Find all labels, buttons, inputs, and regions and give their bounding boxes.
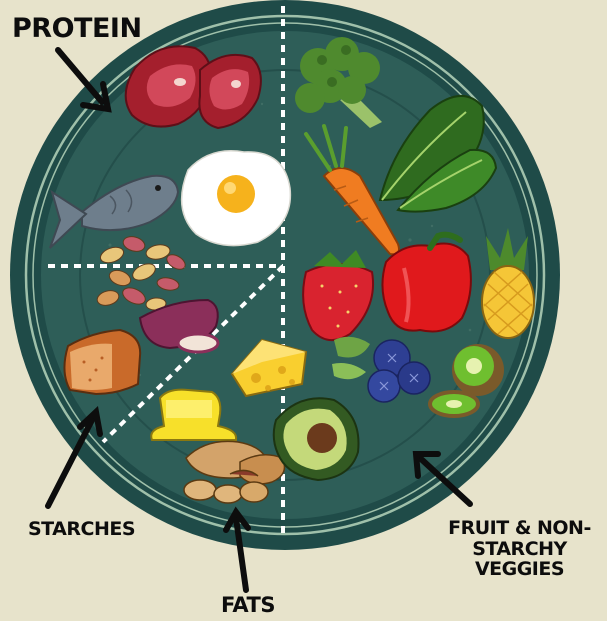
avocado-icon — [274, 398, 359, 480]
fruit-label-line3: VEGGIES — [432, 559, 607, 580]
egg-icon — [182, 151, 291, 246]
fruit-label-line2: STARCHY — [432, 539, 607, 560]
fruit-veggies-label: FRUIT & NON- STARCHY VEGGIES — [432, 518, 607, 580]
starches-label: STARCHES — [28, 519, 135, 540]
fruit-label-line1: FRUIT & NON- — [432, 518, 607, 539]
fats-arrow — [226, 512, 248, 590]
protein-label: PROTEIN — [12, 14, 142, 43]
fats-label: FATS — [221, 594, 275, 617]
pineapple-icon — [482, 228, 534, 338]
